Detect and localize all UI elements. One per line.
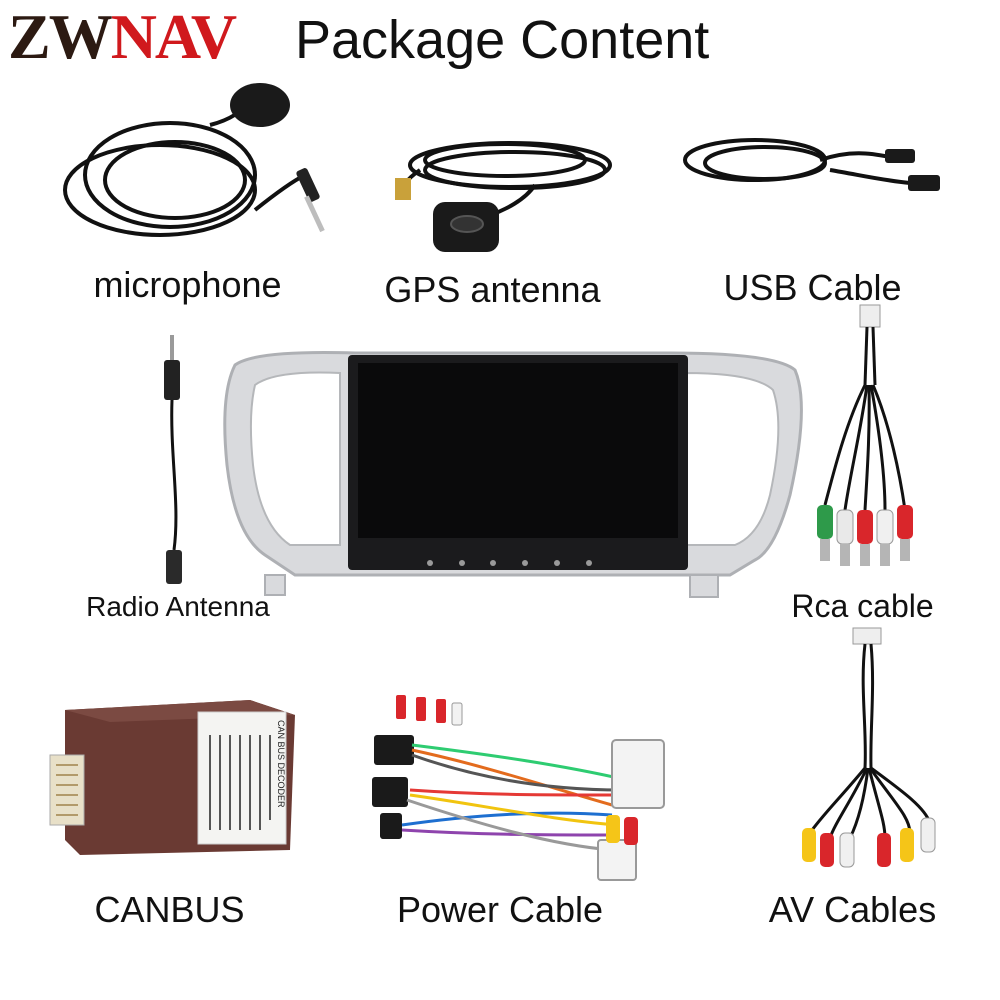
av-cables-image: [802, 627, 936, 868]
rca-cable-label: Rca cable: [791, 588, 934, 624]
gps-antenna-label: GPS antenna: [384, 269, 601, 310]
power-cable-label: Power Cable: [396, 889, 604, 930]
head-unit-image: [223, 351, 803, 598]
microphone-label: microphone: [93, 264, 282, 305]
canbus-image: CAN BUS DECODER: [49, 700, 295, 855]
usb-cable-image: [683, 138, 940, 191]
brand-logo-part1: ZW: [8, 1, 113, 72]
page-title: Package Content: [295, 10, 710, 70]
rca-cable-image: [817, 304, 913, 566]
radio-antenna-label: Radio Antenna: [86, 591, 270, 622]
radio-antenna-image: [164, 335, 182, 584]
av-cables-label: AV Cables: [768, 889, 937, 930]
microphone-image: [63, 83, 325, 237]
canbus-label: CANBUS: [94, 889, 245, 930]
brand-logo-part2: NAV: [110, 1, 237, 72]
gps-antenna-image: [395, 141, 612, 252]
usb-cable-label: USB Cable: [723, 267, 902, 308]
canbus-sticker-text: CAN BUS DECODER: [276, 720, 286, 808]
power-cable-image: [372, 695, 665, 881]
